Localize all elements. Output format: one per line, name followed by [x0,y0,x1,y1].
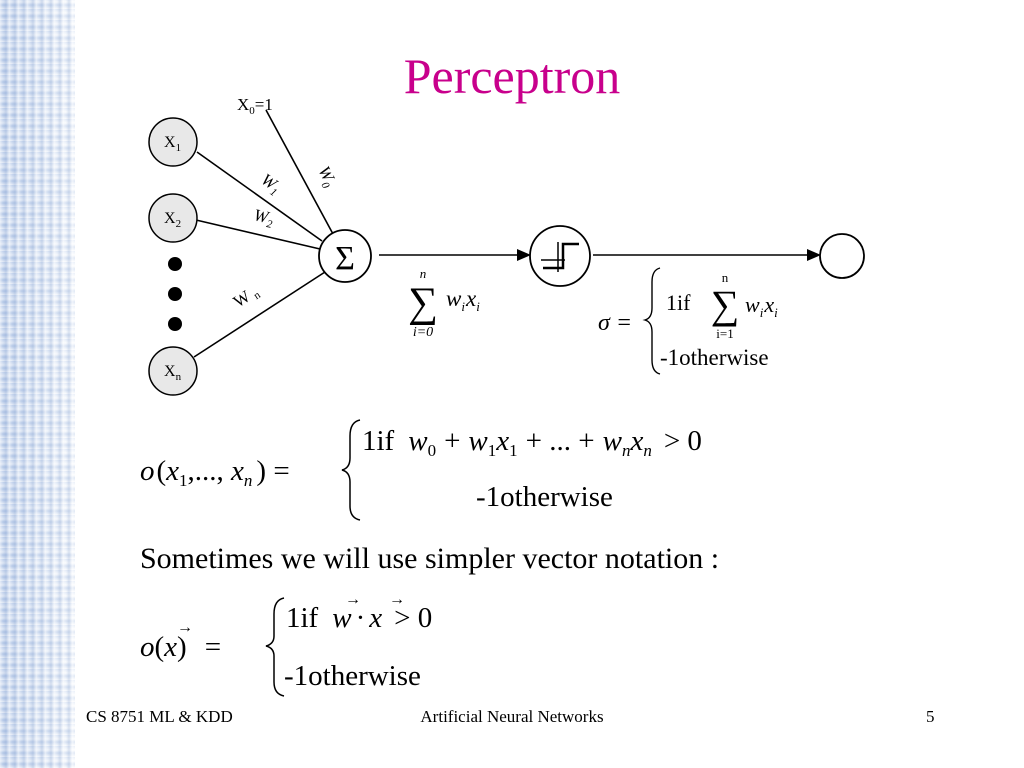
arrowhead-output [807,249,821,261]
input-node-x1 [148,117,198,167]
footer-course: CS 8751 ML & KDD [86,707,233,726]
svg-text:o(x1,..., xn) =: o(x1,..., xn) = [140,455,290,490]
sigma-brace [642,267,661,375]
vector-arrow-lhs: → [177,619,193,636]
edge-x0 [265,109,334,235]
weight-label-w0: W0 [312,163,341,191]
svg-text:n: n [420,266,427,281]
footer-topic: Artificial Neural Networks [420,707,604,726]
eq1-brace [341,419,361,521]
input-node-x2 [148,193,198,243]
weight-label-w1: W1 [256,170,285,199]
input-node-xn [148,346,198,396]
svg-text:∑: ∑ [711,282,740,327]
svg-text:-1otherwise: -1otherwise [284,660,421,692]
output-node [819,233,865,279]
svg-text:o(x)=: o(x)= [140,631,221,663]
sum-node-symbol: Σ [335,240,355,277]
bias-label: X0=1 [237,95,273,117]
slide-title: Perceptron [403,48,621,104]
svg-text:1if: 1if [666,290,691,315]
weighted-sum-expression: n ∑ i=0 wixi [408,266,480,340]
edge-x1 [196,151,323,242]
svg-text:n: n [722,270,729,285]
svg-text:wixi: wixi [745,292,778,320]
weight-label-w2: W2 [252,205,276,231]
svg-text:∑: ∑ [408,280,438,326]
vector-arrow-x: → [389,591,405,608]
weight-label-wn: Wn [230,281,263,313]
ellipsis-dot [168,257,182,271]
svg-text:i=0: i=0 [413,325,433,340]
sigma-definition: σ = 1if n ∑ i=1 wixi -1otherwise [598,267,778,375]
svg-text:i=1: i=1 [716,326,733,341]
step-axis-icon [541,242,565,272]
eq2-brace [265,597,285,697]
edge-x2 [195,219,321,250]
vector-notation-note: Sometimes we will use simpler vector not… [140,542,719,575]
input-label-x1: X1 [164,134,181,154]
footer-page-number: 5 [926,707,935,726]
side-texture [0,0,75,768]
ellipsis-dot [168,317,182,331]
arrowhead-step [517,249,531,261]
input-label-x2: X2 [164,210,181,230]
svg-text:-1otherwise: -1otherwise [476,481,613,513]
step-function-icon [543,242,579,270]
step-node [529,225,591,287]
ellipsis-dot [168,287,182,301]
svg-text:σ =: σ = [598,310,632,336]
input-label-xn: Xn [164,363,182,383]
svg-text:-1otherwise: -1otherwise [660,345,769,370]
edge-xn [193,271,326,358]
svg-text:wixi: wixi [446,286,480,314]
sum-node [318,229,372,283]
vector-arrow-w: → [345,591,361,608]
